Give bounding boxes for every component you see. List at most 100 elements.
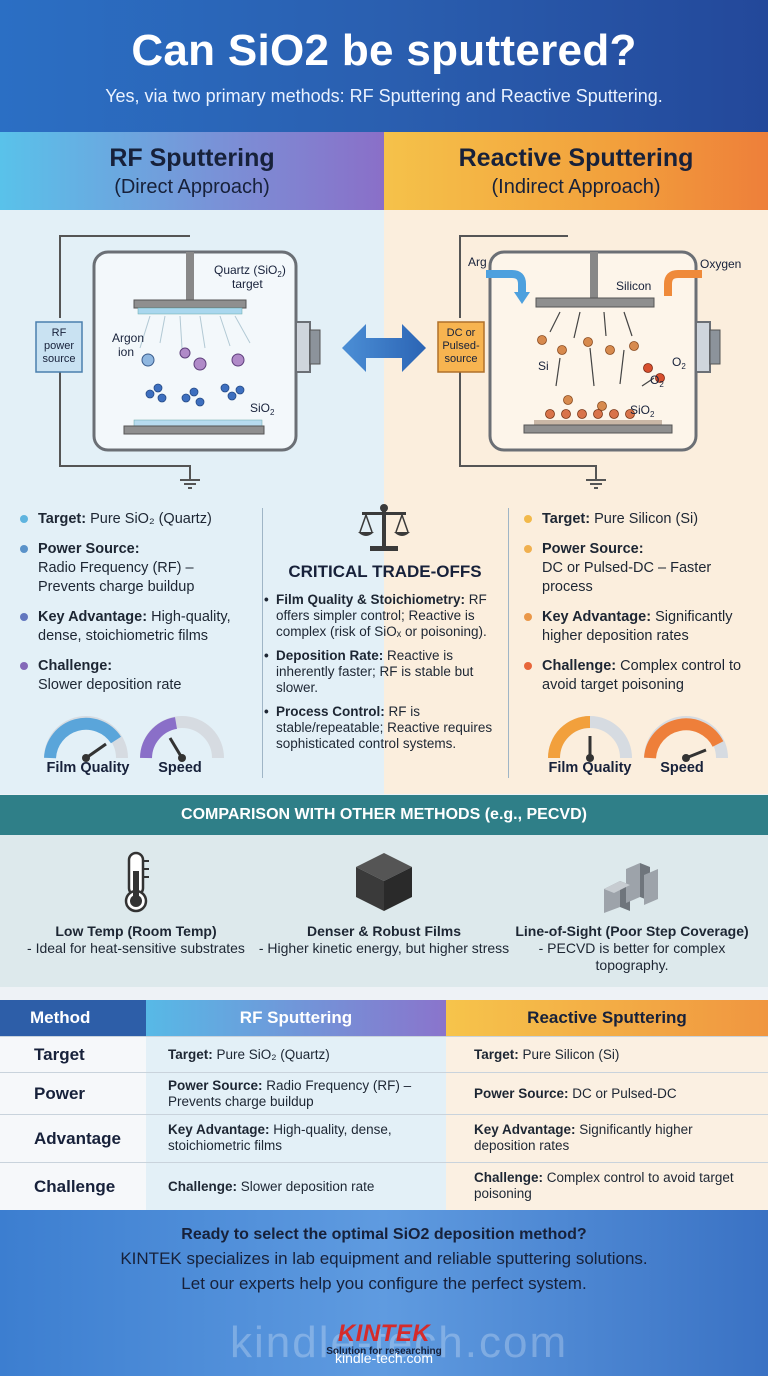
rf-power-label-2: power (44, 340, 74, 352)
rf-bullets: Target: Pure SiO₂ (Quartz) Power Source:… (20, 510, 252, 706)
si-particles (537, 335, 639, 411)
divider-right (508, 508, 509, 778)
rf-film (133, 419, 263, 427)
rf-quartz-target (137, 307, 243, 315)
step-coverage-icon (604, 863, 658, 913)
scale-icon (358, 504, 410, 551)
reactive-bullet-advantage: Key Advantage: Significantly higher depo… (524, 608, 760, 646)
kintek-logo: KINTEK Solution for researching (284, 1320, 484, 1357)
table-row-name: Challenge (34, 1177, 116, 1196)
reactive-substrate (523, 424, 673, 434)
argon-ion (141, 353, 155, 367)
rf-bullet-challenge: Challenge:Slower deposition rate (20, 657, 252, 695)
reactive-title: Reactive Sputtering (458, 144, 694, 172)
footer-line-2: Let our experts help you configure the p… (181, 1274, 587, 1293)
reactive-bullet-challenge: Challenge: Complex control to avoid targ… (524, 657, 760, 695)
footer-question: Ready to select the optimal SiO2 deposit… (181, 1226, 587, 1243)
o2-particles (643, 363, 665, 383)
svg-text:O2: O2 (650, 373, 664, 389)
footer: Ready to select the optimal SiO2 deposit… (0, 1210, 768, 1376)
rf-wire-top (59, 235, 190, 318)
table-header-reactive: Reactive Sputtering (446, 1000, 768, 1036)
rf-port (295, 321, 311, 373)
argon-label-1: Argon (112, 331, 144, 345)
table-header-method: Method (0, 1000, 146, 1036)
table-row-name: Power (34, 1084, 86, 1103)
rf-bullet-power: Power Source:Radio Frequency (RF) – Prev… (20, 540, 252, 597)
oxygen-gas-label: Oxygen (700, 257, 741, 271)
rf-target-label-2: target (232, 277, 263, 291)
argon-label-2: ion (118, 345, 134, 359)
table-row: Target Target: Pure SiO₂ (Quartz) Target… (0, 1036, 768, 1072)
rf-power-source (35, 321, 83, 373)
reactive-speed-label: Speed (660, 760, 704, 776)
sio2-molecules (145, 383, 245, 407)
rf-power-label-3: source (42, 353, 75, 365)
table-row-name: Target (34, 1045, 85, 1064)
comparison-title: COMPARISON WITH OTHER METHODS (e.g., PEC… (0, 795, 768, 835)
rf-bullet-target: Target: Pure SiO₂ (Quartz) (20, 510, 252, 529)
reactive-gauges (548, 716, 728, 762)
table-header-rf: RF Sputtering (146, 1000, 446, 1036)
rf-substrate (123, 425, 265, 435)
deposited-film (545, 409, 635, 419)
rf-approach: (Direct Approach) (114, 176, 270, 198)
reactive-approach: (Indirect Approach) (491, 176, 661, 198)
comparison-area: Low Temp (Room Temp)- Ideal for heat-sen… (0, 835, 768, 987)
reactive-column-header: Reactive Sputtering (Indirect Approach) (384, 132, 768, 210)
page-subtitle: Yes, via two primary methods: RF Sputter… (105, 86, 663, 106)
rf-target-holder (133, 299, 247, 309)
reactive-power-source (437, 321, 485, 373)
silicon-label: Silicon (616, 279, 651, 293)
table-row: Challenge Challenge: Slower deposition r… (0, 1162, 768, 1210)
table-row: Advantage Key Advantage: High-quality, d… (0, 1114, 768, 1162)
rf-gauges (44, 716, 224, 762)
tradeoff-quality: Film Quality & Stoichiometry: RF offers … (262, 592, 508, 640)
rf-quality-label: Film Quality (46, 760, 130, 776)
argon-gas-label: Arg (468, 255, 487, 269)
rf-bullet-advantage: Key Advantage: High-quality, dense, stoi… (20, 608, 252, 646)
reactive-bullet-target: Target: Pure Silicon (Si) (524, 510, 760, 529)
comparison-table: Method RF Sputtering Reactive Sputtering… (0, 1000, 768, 1210)
comparison-line-of-sight: Line-of-Sight (Poor Step Coverage)- PECV… (515, 923, 749, 973)
o2-label: O2 (672, 355, 686, 371)
rf-film-label: SiO2 (250, 401, 275, 417)
header: Can SiO2 be sputtered? Yes, via two prim… (0, 0, 768, 132)
cube-icon (356, 853, 412, 911)
tradeoff-rate: Deposition Rate: Reactive is inherently … (262, 648, 508, 696)
reactive-film-label: SiO2 (630, 403, 655, 419)
comparison-dense-films: Denser & Robust Films- Higher kinetic en… (258, 923, 510, 956)
rf-wire-bottom (59, 368, 191, 480)
silicon-target (535, 297, 655, 308)
thermometer-icon (124, 851, 149, 913)
brand-tagline: Solution for researching (326, 1346, 442, 1357)
rf-column-header: RF Sputtering (Direct Approach) (0, 132, 384, 210)
table-row-name: Advantage (34, 1129, 121, 1148)
watermark: kindle-tech.com (230, 1318, 569, 1367)
website-link[interactable]: kindle-tech.com (334, 1350, 434, 1366)
reactive-chamber-diagram: DC or Pulsed- source Arg Oxygen Silicon … (437, 235, 741, 489)
oxygen-inlet (664, 270, 702, 296)
rf-target-label: Quartz (SiO2) (214, 263, 286, 279)
tradeoffs-title: CRITICAL TRADE-OFFS (288, 562, 482, 581)
rf-title: RF Sputtering (109, 144, 275, 172)
reactive-bullets: Target: Pure Silicon (Si) Power Source:D… (524, 510, 760, 706)
svg-text:DC or: DC or (447, 327, 476, 339)
reactive-bullet-power: Power Source:DC or Pulsed-DC – Faster pr… (524, 540, 760, 597)
svg-text:source: source (444, 353, 477, 365)
rf-power-label-1: RF (52, 327, 67, 339)
argon-inlet (486, 270, 526, 294)
rf-chamber-diagram: RF power source Quartz (SiO2) target Arg… (35, 235, 321, 489)
critical-tradeoffs: CRITICAL TRADE-OFFS Film Quality & Stoic… (262, 500, 508, 760)
brand-name: KINTEK (337, 1320, 431, 1347)
rf-speed-label: Speed (158, 760, 202, 776)
divider-left (262, 508, 263, 778)
rf-quality-needle (85, 742, 107, 760)
reactive-quality-label: Film Quality (548, 760, 632, 776)
footer-line-1: KINTEK specializes in lab equipment and … (120, 1249, 648, 1268)
comparison-arrow (342, 324, 426, 372)
tradeoff-control: Process Control: RF is stable/repeatable… (262, 704, 508, 752)
si-label: Si (538, 359, 549, 373)
table-row: Power Power Source: Radio Frequency (RF)… (0, 1072, 768, 1114)
page-title: Can SiO2 be sputtered? (131, 26, 637, 75)
